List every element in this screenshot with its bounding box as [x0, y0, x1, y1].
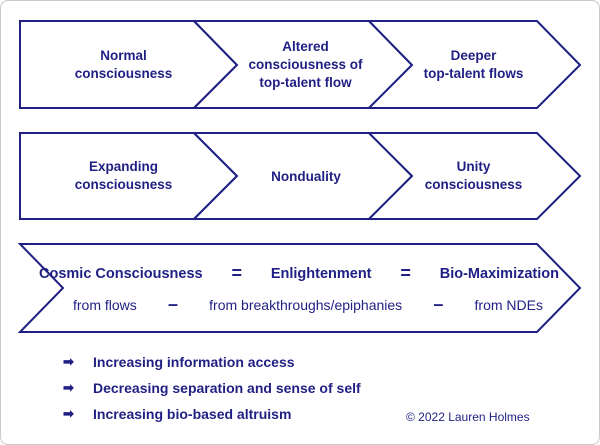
equals-sign: =: [231, 263, 242, 283]
term-cosmic-consciousness: Cosmic Consciousness: [39, 265, 203, 282]
copyright-notice: © 2022 Lauren Holmes: [406, 410, 530, 424]
separator-dash: –: [433, 294, 444, 314]
bullet-text: Decreasing separation and sense of self: [93, 380, 361, 396]
equals-sign: =: [400, 263, 411, 283]
chevron-row1-step3: [366, 20, 582, 109]
right-arrow-icon: ➡: [63, 354, 74, 369]
sources-row: from flows – from breakthroughs/epiphani…: [73, 294, 543, 315]
separator-dash: –: [167, 294, 178, 314]
source-ndes: from NDEs: [474, 296, 543, 313]
term-enlightenment: Enlightenment: [270, 265, 372, 282]
bullet-text: Increasing information access: [93, 354, 295, 370]
step-nonduality: Nonduality: [271, 169, 341, 184]
source-breakthroughs: from breakthroughs/epiphanies: [209, 296, 403, 313]
equation-row: Cosmic Consciousness = Enlightenment = B…: [39, 263, 559, 284]
right-arrow-icon: ➡: [63, 406, 74, 421]
bullet-text: Increasing bio-based altruism: [93, 406, 292, 422]
right-arrow-icon: ➡: [63, 380, 74, 395]
chevron-summary: [17, 243, 582, 333]
bullet-item: ➡ Increasing information access: [63, 354, 295, 370]
source-flows: from flows: [73, 296, 137, 313]
bullet-item: ➡ Increasing bio-based altruism: [63, 406, 291, 422]
bullet-item: ➡ Decreasing separation and sense of sel…: [63, 380, 361, 396]
term-bio-maximization: Bio-Maximization: [439, 265, 559, 282]
chevron-row2-step3: [366, 132, 582, 220]
